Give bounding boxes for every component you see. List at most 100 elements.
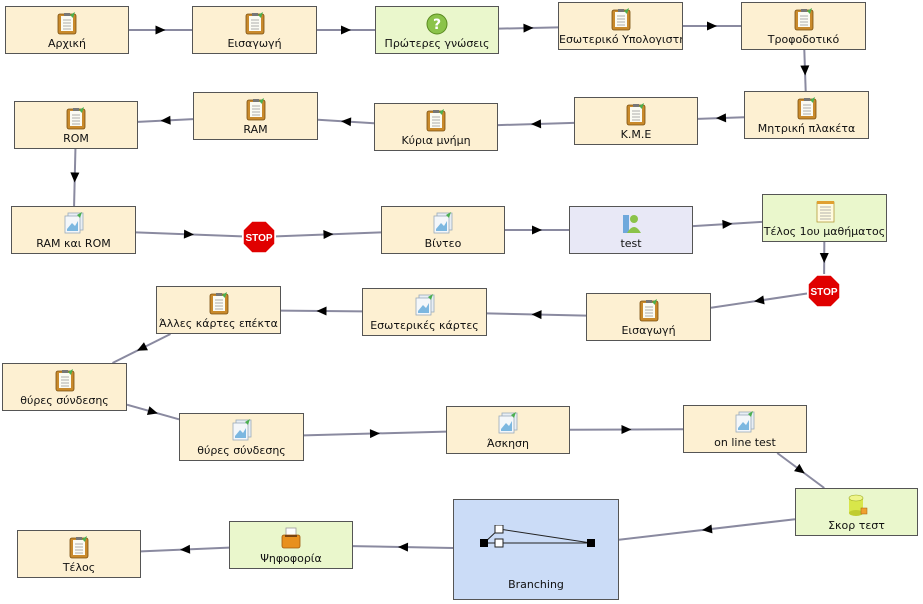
node-label: Κύρια μνήμη — [401, 134, 471, 147]
node-label: Αρχική — [47, 37, 87, 50]
node-label: RAM — [243, 123, 268, 136]
image-icon — [735, 411, 755, 433]
arrowhead — [621, 425, 632, 435]
database-icon — [848, 494, 867, 516]
node-label: Εσωτερικές κάρτες — [370, 319, 479, 332]
node-n19[interactable]: θύρες σύνδεσης — [179, 413, 304, 461]
arrowhead — [183, 229, 194, 239]
node-label: Ψηφοφορία — [260, 552, 322, 565]
stop-sign-icon[interactable]: STOP — [242, 220, 276, 254]
test-icon — [623, 215, 641, 233]
node-label: RAM και ROM — [36, 237, 111, 250]
node-label: Εσωτερικό Υπολογιστή — [559, 33, 682, 46]
document-icon — [626, 103, 646, 126]
node-n7[interactable]: Κ.Μ.Ε — [574, 97, 698, 145]
node-label: Εισαγωγή — [227, 37, 282, 50]
stop-label: STOP — [245, 233, 272, 244]
node-n24[interactable]: Ψηφοφορία — [229, 521, 353, 569]
node-n14[interactable]: Τέλος 1ου μαθήματος — [762, 194, 887, 242]
arrowhead — [341, 117, 352, 127]
node-n4[interactable]: Εσωτερικό Υπολογιστή — [558, 2, 683, 50]
document-icon — [246, 98, 265, 121]
node-n6[interactable]: Μητρική πλακέτα — [744, 91, 869, 139]
arrowhead — [70, 172, 80, 183]
document-icon — [245, 12, 264, 35]
arrowhead — [722, 219, 733, 229]
document-icon — [66, 107, 86, 130]
stop-sign-icon[interactable]: STOP — [807, 274, 841, 308]
arrowhead — [531, 310, 542, 320]
node-label: Άσκηση — [487, 437, 529, 450]
arrowhead — [398, 542, 409, 552]
arrowhead — [180, 544, 191, 554]
notepad-icon — [816, 201, 834, 223]
document-icon — [426, 109, 446, 132]
document-icon — [55, 369, 74, 392]
node-n17[interactable]: Άλλες κάρτες επέκτα — [156, 286, 281, 334]
node-label: ROM — [63, 132, 89, 145]
arrowhead — [155, 25, 166, 35]
node-label: on line test — [714, 436, 776, 449]
node-label: Τέλος 1ου μαθήματος — [763, 225, 886, 238]
node-label: θύρες σύνδεσης — [197, 444, 286, 457]
node-label: Τέλος — [62, 561, 96, 574]
node-n22[interactable]: Σκορ τεστ — [795, 488, 918, 536]
node-n3[interactable]: ? Πρώτερες γνώσεις — [375, 6, 499, 54]
image-icon — [232, 419, 251, 441]
document-icon — [639, 299, 658, 322]
node-n10[interactable]: ROM — [14, 101, 138, 149]
node-n15[interactable]: Εισαγωγή — [586, 293, 711, 341]
arrowhead — [146, 406, 158, 415]
node-label: Βίντεο — [424, 237, 462, 250]
arrowhead — [707, 21, 717, 31]
arrowhead — [716, 113, 727, 123]
node-n5[interactable]: Τροφοδοτικό — [741, 2, 866, 50]
node-label: Τροφοδοτικό — [767, 33, 840, 46]
ballot-icon — [281, 527, 301, 549]
node-n16[interactable]: Εσωτερικές κάρτες — [362, 288, 487, 336]
node-n12[interactable]: Βίντεο — [381, 206, 505, 254]
image-icon — [64, 212, 83, 234]
document-icon — [209, 292, 228, 315]
arrowhead — [532, 225, 542, 235]
document-icon — [797, 97, 816, 120]
node-n23[interactable]: Branching — [453, 499, 619, 600]
arrowhead — [323, 230, 334, 240]
arrowhead — [819, 252, 829, 263]
node-n9[interactable]: RAM — [193, 92, 318, 140]
node-label: Σκορ τεστ — [828, 519, 885, 532]
arrowhead — [137, 342, 148, 351]
node-label: Πρώτερες γνώσεις — [384, 37, 490, 50]
arrowhead — [754, 295, 765, 305]
arrowhead — [702, 524, 713, 534]
node-n25[interactable]: Τέλος — [17, 530, 141, 578]
arrowhead — [531, 119, 542, 129]
node-label: Κ.Μ.Ε — [620, 128, 652, 141]
node-n8[interactable]: Κύρια μνήμη — [374, 103, 498, 151]
arrowhead — [523, 23, 534, 33]
image-icon — [498, 412, 518, 434]
arrowhead — [800, 65, 810, 76]
node-label: Μητρική πλακέτα — [757, 122, 856, 135]
node-label: Άλλες κάρτες επέκτα — [159, 317, 278, 330]
document-icon — [57, 12, 77, 35]
svg-text:?: ? — [433, 17, 441, 33]
node-n18[interactable]: θύρες σύνδεσης — [2, 363, 127, 411]
question-icon: ? — [426, 13, 448, 35]
node-n13[interactable]: test — [569, 206, 693, 254]
node-n2[interactable]: Εισαγωγή — [192, 6, 317, 54]
node-n20[interactable]: Άσκηση — [446, 406, 570, 454]
document-icon — [794, 8, 813, 31]
node-n11[interactable]: RAM και ROM — [11, 206, 136, 254]
document-icon — [611, 8, 630, 31]
node-label: Branching — [508, 578, 564, 591]
branch-icon — [480, 525, 595, 548]
arrowhead — [316, 306, 327, 316]
arrowhead — [369, 429, 380, 439]
arrowhead — [341, 25, 351, 35]
node-n1[interactable]: Αρχική — [5, 6, 129, 54]
node-n21[interactable]: on line test — [683, 405, 807, 453]
stop-label: STOP — [810, 287, 837, 298]
node-label: Εισαγωγή — [621, 324, 676, 337]
